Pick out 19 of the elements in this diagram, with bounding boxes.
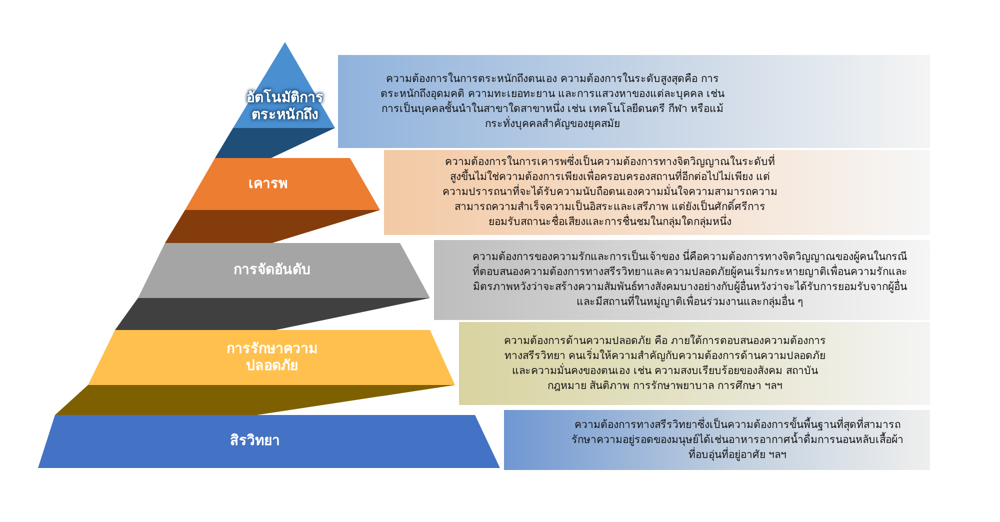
description-band: [338, 55, 930, 148]
description-text: ความต้องการในการเคารพซึ่งเป็นความต้องการทางจิตวิญญาณในระดับที่สูงขึ้นไม่ใช่ความต้องการเพียงเพื่อครอบครองสถานที่อีกต่อไปไม่เพียง แต่ความปรารถนาที่จะได้รับความนับถือตนเองความมั่นใจความสามารถความสามารถความสำเร็จความเป็นอิสระและเสรีภาพ แต่ยังเป็นศักดิ์ศรีการยอมรับสถานะชื่อเสียงและการชื่นชมในกลุ่มใดกลุ่มหนึ่ง: [442, 155, 778, 230]
level-label: การรักษาความปลอดภัย: [226, 340, 318, 374]
description-band: [434, 240, 930, 320]
description-text: ความต้องการด้านความปลอดภัย คือ ภายใต้การตอบสนองความต้องการทางสรีรวิทยา คนเริ่มให้ความสำคัญกับความต้องการด้านความปลอดภัยและความมั่นคงของตนเอง เช่น ความสงบเรียบร้อยของสังคม สถาบัน กฎหมาย สันติภาพ การรักษาพยาบาล การศึกษา ฯลฯ: [503, 334, 827, 394]
description-band: [384, 150, 930, 235]
pyramid-level-trapezoid: [138, 243, 430, 298]
level-label: เคารพ: [248, 176, 288, 192]
description-text: ความต้องการของความรักและการเป็นเจ้าของ นี่คือความต้องการทางจิตวิญญาณของผู้คนในกรณีที่ตอบสนองความต้องการทางสรีรวิทยาและความปลอดภัยผู้คนเริ่มกระหายญาติเพื่อนความรักและมิตรภาพหวังว่าจะสร้างความสัมพันธ์ทางสังคมบางอย่างกับผู้อื่นหวังว่าจะได้รับการยอมรับจากผู้อื่นและมีสถานที่ในหมู่ญาติเพื่อนร่วมงานและกลุ่มอื่น ๆ: [471, 250, 909, 310]
level-label: การจัดอันดับ: [232, 262, 312, 279]
pyramid-level-trapezoid: [88, 330, 455, 385]
description-text: ความต้องการในการตระหนักถึงตนเอง ความต้องการในระดับสูงสุดคือ การตระหนักถึงอุดมคติ ความทะเยอทะยาน และการแสวงหาของแต่ละบุคคล เช่น การเป็นบุคคลชั้นนำในสาขาใดสาขาหนึ่ง เช่น เทคโนโลยีดนตรี กีฬา หรือแม้กระทั่งบุคคลสำคัญของยุคสมัย: [380, 72, 725, 132]
pyramid-top-triangle: [233, 42, 335, 128]
description-text: ความต้องการทางสรีรวิทยาซึ่งเป็นความต้องการขั้นพื้นฐานที่สุดที่สามารถรักษาความอยู่รอดของมนุษย์ได้เช่นอาหารอากาศน้ำดื่มการนอนหลับเสื้อผ้าที่อบอุ่นที่อยู่อาศัย ฯลฯ: [570, 418, 904, 462]
description-band: [504, 410, 930, 470]
description-band: [459, 322, 930, 405]
pyramid-level-trapezoid: [185, 158, 380, 210]
pyramid-level-trapezoid: [38, 415, 500, 468]
level-label: สิรวิทยา: [229, 433, 281, 450]
